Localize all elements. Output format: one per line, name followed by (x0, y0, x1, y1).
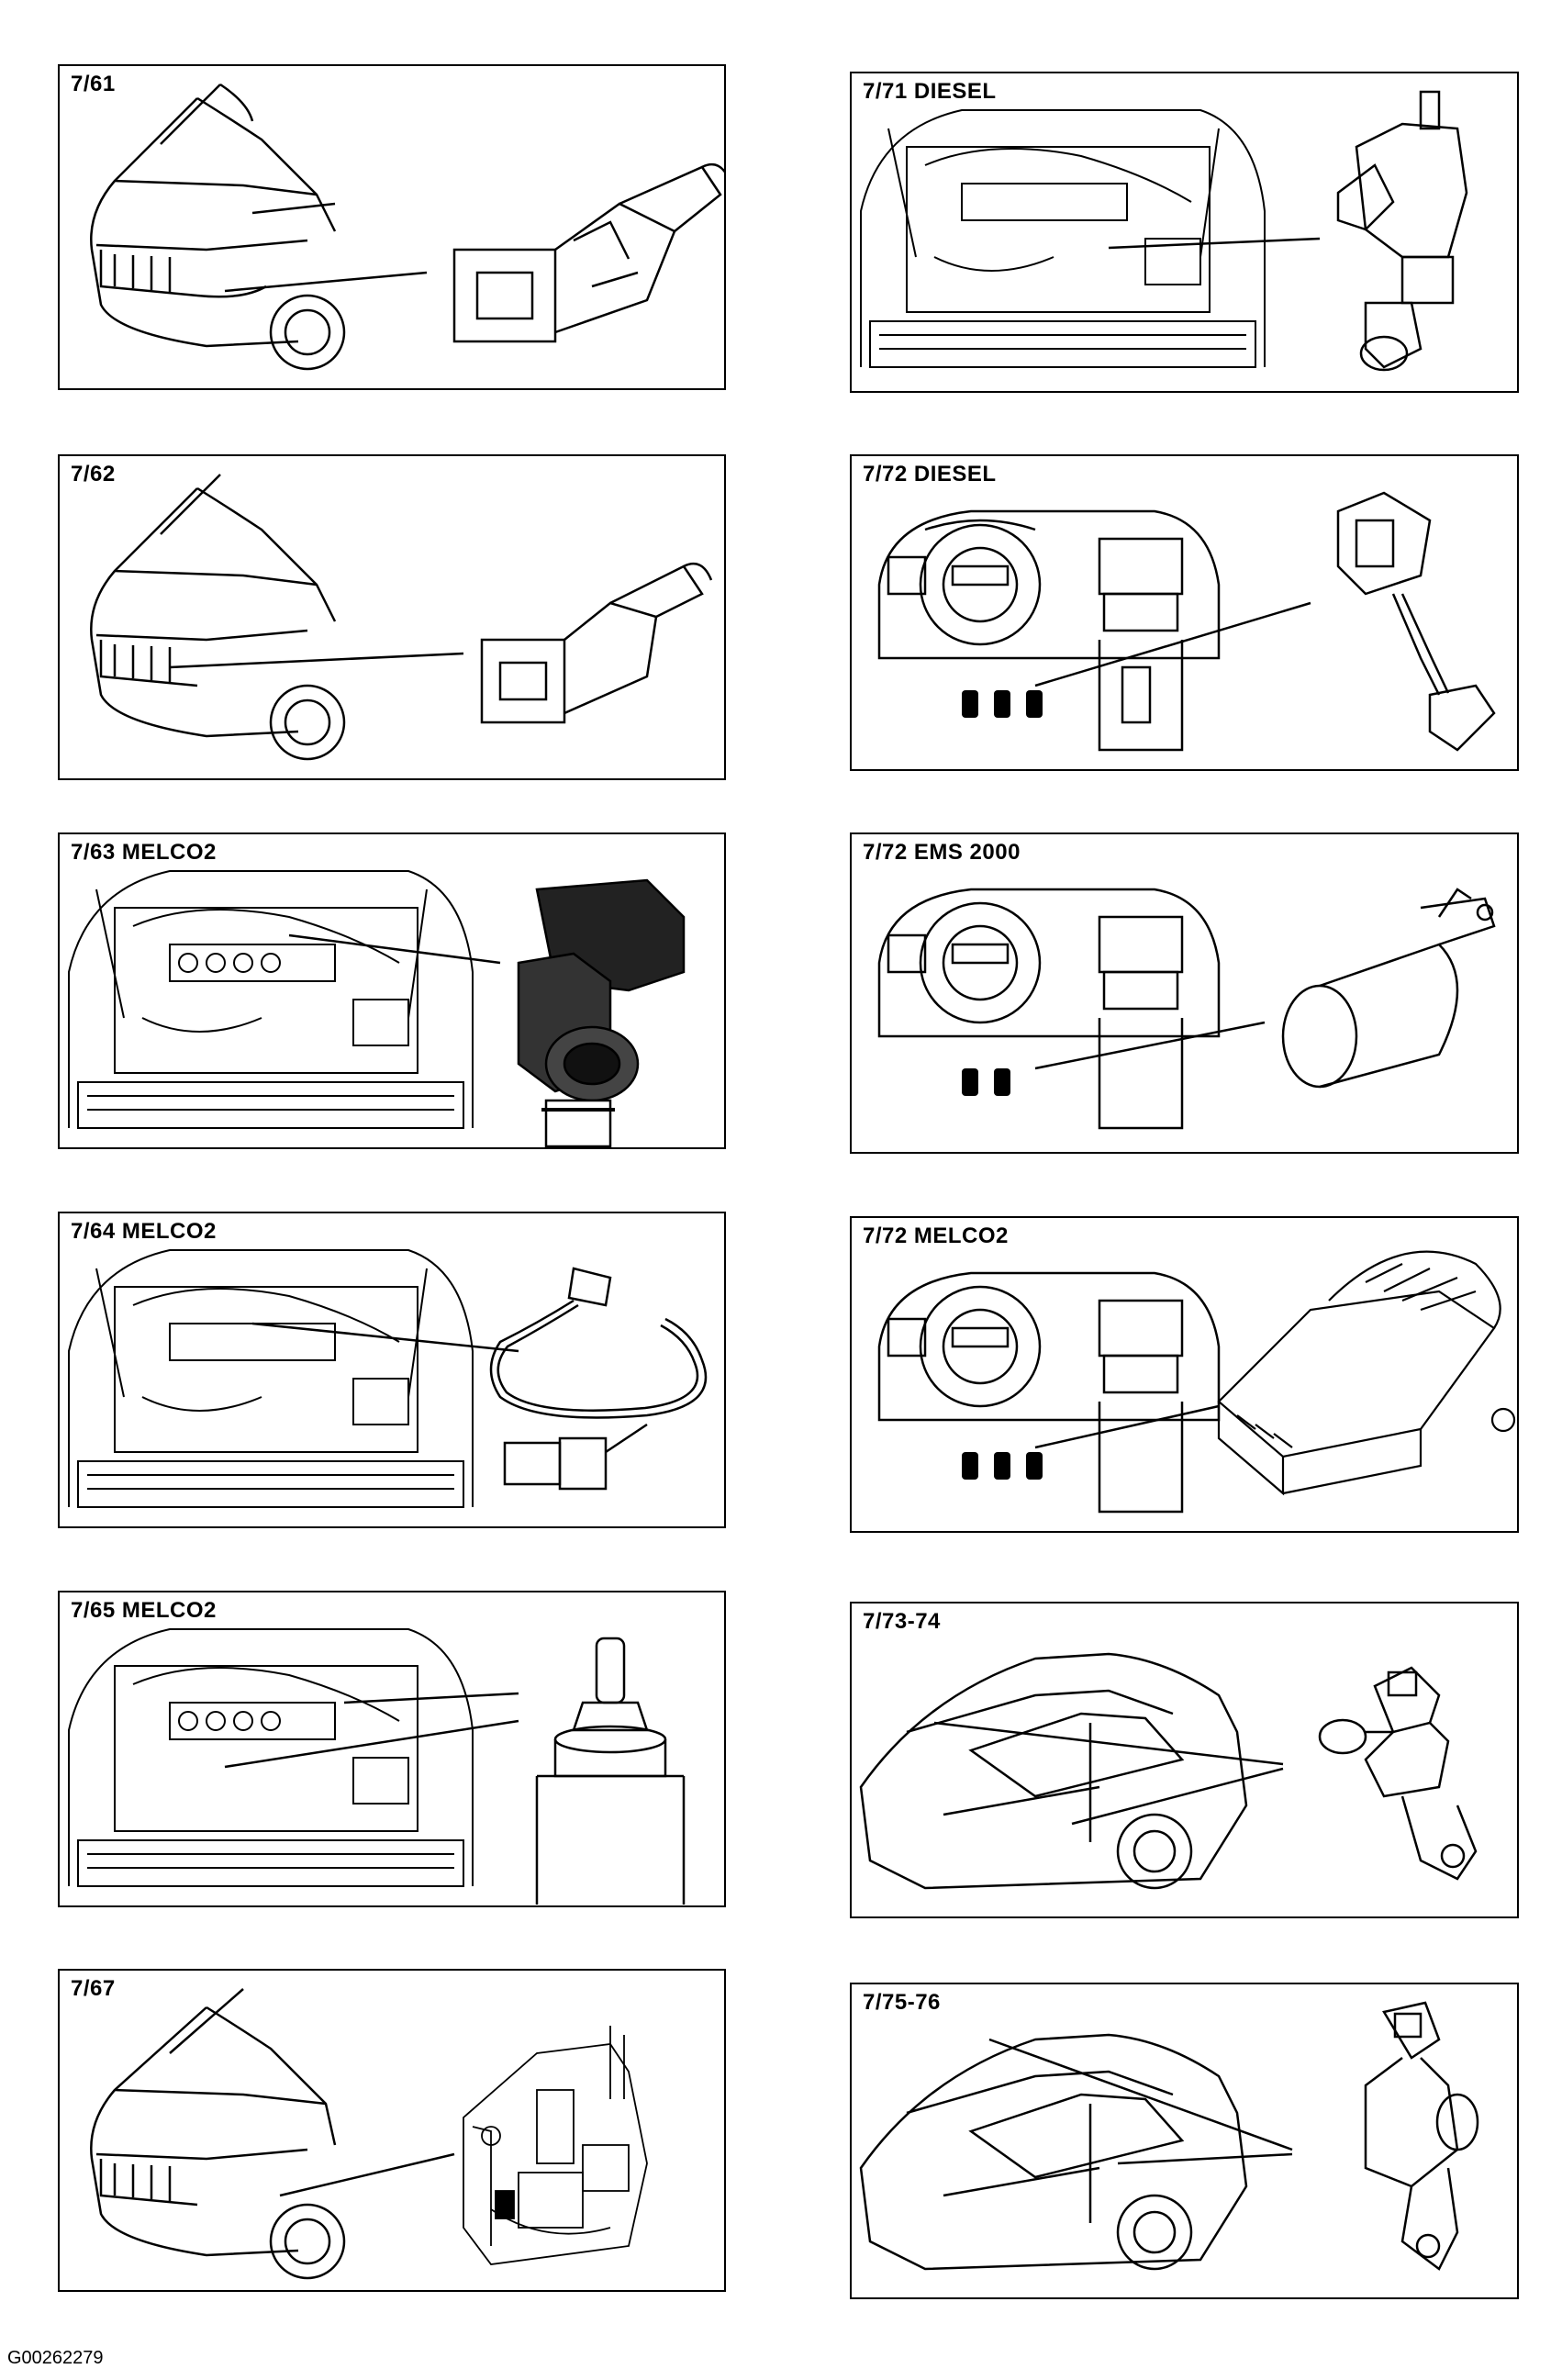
panel-label: 7/73-74 (863, 1609, 941, 1634)
pedals-icon (962, 1068, 1010, 1096)
speed-sensor-icon (1318, 1666, 1478, 1881)
engine-bay-illustration (860, 90, 1468, 372)
panel-label: 7/67 (71, 1976, 116, 2001)
pump-assembly-icon (463, 2026, 648, 2265)
diagram-panel-7-72-ems-2000: 7/72 EMS 2000 (850, 832, 1519, 1154)
engine-bay-illustration (68, 870, 686, 1147)
car-front-illustration (90, 1988, 648, 2280)
pressure-sensor-icon (1336, 90, 1468, 372)
panel-label: 7/61 (71, 72, 116, 96)
control-module-icon (1217, 1250, 1516, 1496)
diagram-panel-7-62: 7/62 (58, 454, 726, 780)
panel-label: 7/65 MELCO2 (71, 1598, 217, 1623)
panel-label: 7/75-76 (863, 1990, 941, 2015)
pedals-icon (962, 690, 1043, 718)
diagram-panel-7-64-melco2: 7/64 MELCO2 (58, 1212, 726, 1528)
diagram-panel-7-71-diesel: 7/71 DIESEL (850, 72, 1519, 393)
panel-label: 7/71 DIESEL (863, 79, 997, 104)
dashboard-illustration (877, 888, 1496, 1130)
panel-label: 7/62 (71, 462, 116, 486)
temp-sensor-icon (480, 562, 713, 724)
panel-label: 7/63 MELCO2 (71, 840, 217, 865)
engine-bay-illustration (68, 1249, 708, 1508)
dashboard-illustration (877, 1250, 1516, 1514)
diagram-panel-7-61: 7/61 (58, 64, 726, 390)
diagram-panel-7-72-diesel: 7/72 DIESEL (850, 454, 1519, 771)
figure-id: G00262279 (7, 2348, 104, 2368)
pedal-sensor-icon (1336, 491, 1496, 752)
panel-label: 7/72 DIESEL (863, 462, 997, 486)
diagram-panel-7-72-melco2: 7/72 MELCO2 (850, 1216, 1519, 1533)
diagram-panel-7-63-melco2: 7/63 MELCO2 (58, 832, 726, 1149)
diagram-panel-7-67: 7/67 (58, 1969, 726, 2292)
panel-label: 7/64 MELCO2 (71, 1219, 217, 1244)
car-side-illustration (859, 1652, 1478, 1890)
panel-label: 7/72 EMS 2000 (863, 840, 1021, 865)
diagram-panel-7-73-74: 7/73-74 (850, 1602, 1519, 1918)
car-front-illustration (90, 474, 713, 761)
diagram-panel-7-65-melco2: 7/65 MELCO2 (58, 1591, 726, 1907)
pedals-icon (962, 1452, 1043, 1480)
throttle-body-icon (517, 878, 686, 1147)
car-side-illustration (859, 2001, 1479, 2271)
speed-sensor-icon (1364, 2001, 1479, 2271)
pressure-switch-icon (535, 1637, 686, 1905)
diagram-panel-7-75-76: 7/75-76 (850, 1983, 1519, 2299)
dashboard-illustration (877, 491, 1496, 752)
temp-sensor-icon (452, 162, 724, 343)
engine-bay-illustration (68, 1628, 686, 1905)
knock-sensor-icon (489, 1267, 708, 1491)
panel-label: 7/72 MELCO2 (863, 1224, 1009, 1248)
canister-icon (1281, 888, 1496, 1089)
car-front-illustration (90, 83, 724, 371)
